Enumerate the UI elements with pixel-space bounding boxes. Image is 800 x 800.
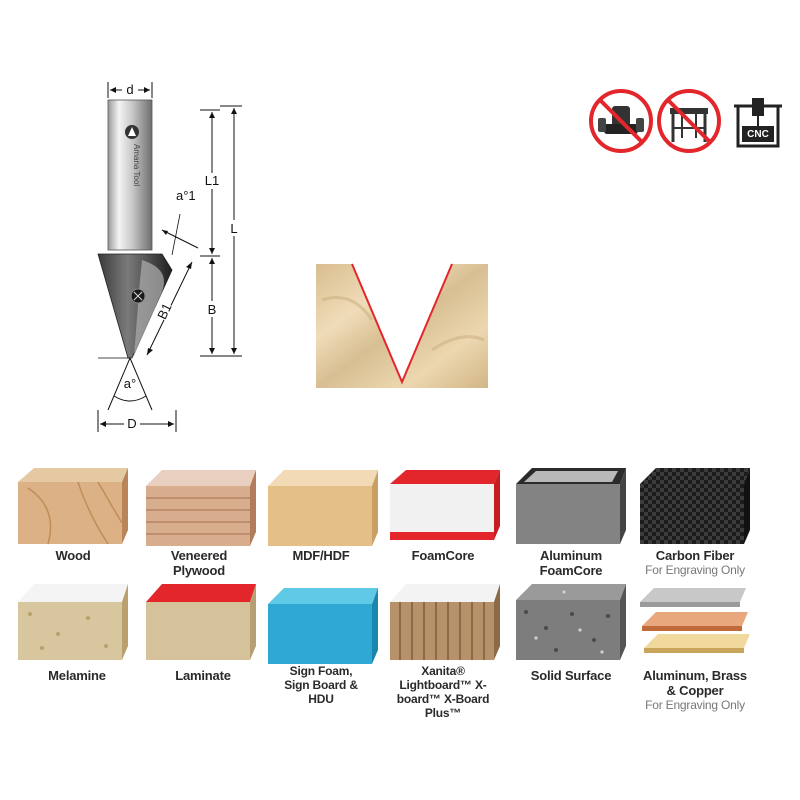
foamcore-swatch xyxy=(390,470,500,540)
material-label-carbon-fiber: Carbon Fiber For Engraving Only xyxy=(632,548,758,578)
label-a: a° xyxy=(124,376,136,391)
material-label-aluminum-foamcore: Aluminum FoamCore xyxy=(539,548,603,578)
material-label-veneered-plywood: Veneered Plywood xyxy=(170,548,228,578)
mdf-hdf-swatch xyxy=(268,470,378,546)
b1-dimension: B1 xyxy=(146,261,193,356)
a1-angle: a°1 xyxy=(161,188,199,256)
label-B: B xyxy=(208,302,217,317)
sign-foam-swatch xyxy=(268,588,378,664)
material-label-melamine: Melamine xyxy=(48,668,106,683)
aluminum-foamcore-swatch xyxy=(516,468,626,544)
laminate-swatch xyxy=(146,584,256,660)
label-d: d xyxy=(126,82,133,97)
material-label-solid-surface: Solid Surface xyxy=(530,668,612,683)
no-handheld-router-icon xyxy=(589,89,653,153)
material-label-aluminum-brass-copper: Aluminum, Brass & Copper For Engraving O… xyxy=(632,668,758,713)
cnc-label: CNC xyxy=(747,129,769,140)
d-dimension: d xyxy=(107,81,153,98)
material-label-mdf-hdf: MDF/HDF xyxy=(292,548,350,563)
material-label-wood: Wood xyxy=(55,548,91,563)
label-L: L xyxy=(230,221,237,236)
material-label-sign-foam: Sign Foam, Sign Board & HDU xyxy=(284,664,358,706)
material-label-xanita: Xanita® Lightboard™ X-board™ X-Board Plu… xyxy=(396,664,490,720)
shank-brand-text: Amana Tool xyxy=(132,144,141,186)
aluminum-brass-copper-swatch xyxy=(640,588,750,653)
label-D: D xyxy=(127,416,136,431)
solid-surface-swatch xyxy=(516,584,626,660)
material-label-foamcore: FoamCore xyxy=(411,548,475,563)
label-L1: L1 xyxy=(205,173,219,188)
material-note-carbon-fiber: For Engraving Only xyxy=(645,563,745,577)
bit-dimension-diagram: d Amana Tool a°1 B1 L1 xyxy=(97,81,242,432)
xanita-board-swatch xyxy=(390,584,500,660)
carbon-fiber-swatch xyxy=(640,468,750,544)
cnc-machine-icon: CNC xyxy=(730,92,786,150)
veneered-plywood-swatch xyxy=(146,470,256,546)
v-groove-profile xyxy=(316,263,488,388)
label-B1: B1 xyxy=(154,301,174,322)
D-dimension: D xyxy=(97,410,177,432)
bit-shank xyxy=(107,99,153,251)
no-router-table-icon xyxy=(657,89,721,153)
wood-swatch xyxy=(18,468,128,544)
material-label-laminate: Laminate xyxy=(175,668,231,683)
melamine-swatch xyxy=(18,584,128,660)
material-note-aluminum-brass-copper: For Engraving Only xyxy=(645,698,745,712)
a-angle: a° xyxy=(98,357,153,411)
label-a1: a°1 xyxy=(176,188,196,203)
length-dimensions: L1 B L xyxy=(200,105,242,357)
